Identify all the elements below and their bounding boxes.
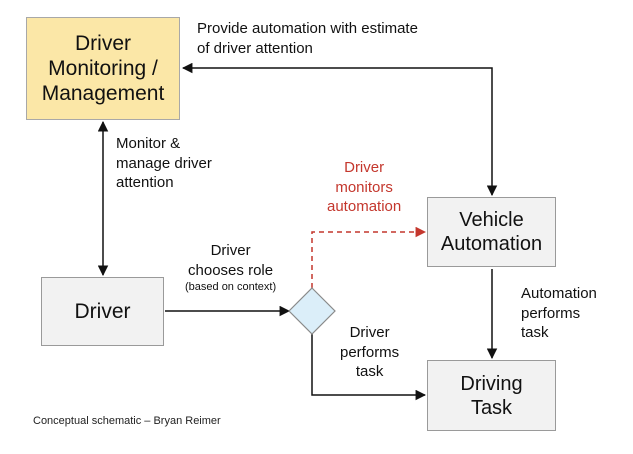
provide-estimate-label: Provide automation with estimate of driv… bbox=[197, 19, 418, 58]
automation-performs-task-label: Automation performs task bbox=[521, 284, 597, 343]
driver-chooses-role-label: Driver chooses role (based on context) bbox=[185, 241, 276, 294]
driving-task-line-2: Task bbox=[470, 396, 513, 419]
automation-performs-line-2: performs bbox=[521, 304, 581, 322]
chooses-role-line-1: Driver bbox=[210, 242, 251, 259]
driver-performs-task-label: Driver performs task bbox=[340, 323, 399, 382]
monitor-manage-line-3: attention bbox=[116, 174, 174, 191]
driver-monitors-line-2: monitors bbox=[335, 178, 393, 196]
automation-performs-line-1: Automation bbox=[521, 285, 597, 302]
arrow-automation-to-monitoring bbox=[181, 62, 498, 197]
chooses-role-note: (based on context) bbox=[185, 281, 277, 293]
driver-performs-line-3: task bbox=[355, 363, 384, 380]
driver-monitoring-box: Driver Monitoring / Management bbox=[26, 17, 180, 120]
driver-monitors-line-3: automation bbox=[327, 198, 402, 215]
driver-box-label: Driver bbox=[74, 299, 131, 323]
provide-estimate-line-1: Provide automation with estimate bbox=[197, 20, 418, 37]
driver-monitors-line-1: Driver bbox=[344, 159, 385, 176]
driver-box: Driver bbox=[41, 277, 164, 346]
automation-performs-line-3: task bbox=[521, 324, 549, 341]
monitor-manage-label: Monitor & manage driver attention bbox=[116, 134, 212, 193]
driver-performs-line-2: performs bbox=[340, 343, 400, 361]
provide-estimate-line-2: of driver attention bbox=[197, 39, 313, 57]
driver-monitors-automation-label: Driver monitors automation bbox=[327, 158, 401, 217]
chooses-role-line-2: chooses role bbox=[188, 261, 274, 279]
driving-task-line-1: Driving bbox=[460, 372, 523, 395]
driver-monitoring-line-2: Monitoring / bbox=[48, 56, 158, 80]
vehicle-automation-line-1: Vehicle bbox=[459, 209, 524, 231]
vehicle-automation-box: Vehicle Automation bbox=[427, 197, 556, 267]
driver-monitoring-line-3: Management bbox=[41, 82, 165, 106]
driving-task-box: Driving Task bbox=[427, 360, 556, 431]
figure-caption: Conceptual schematic – Bryan Reimer bbox=[33, 415, 221, 427]
vehicle-automation-line-2: Automation bbox=[440, 233, 543, 255]
arrow-decision-to-driving-task bbox=[311, 334, 427, 401]
driver-monitoring-line-1: Driver bbox=[75, 31, 131, 55]
monitor-manage-line-2: manage driver bbox=[116, 154, 212, 172]
driver-performs-line-1: Driver bbox=[349, 324, 390, 341]
decision-diamond bbox=[288, 287, 336, 335]
monitor-manage-line-1: Monitor & bbox=[116, 135, 181, 152]
arrow-decision-to-automation bbox=[311, 226, 427, 288]
